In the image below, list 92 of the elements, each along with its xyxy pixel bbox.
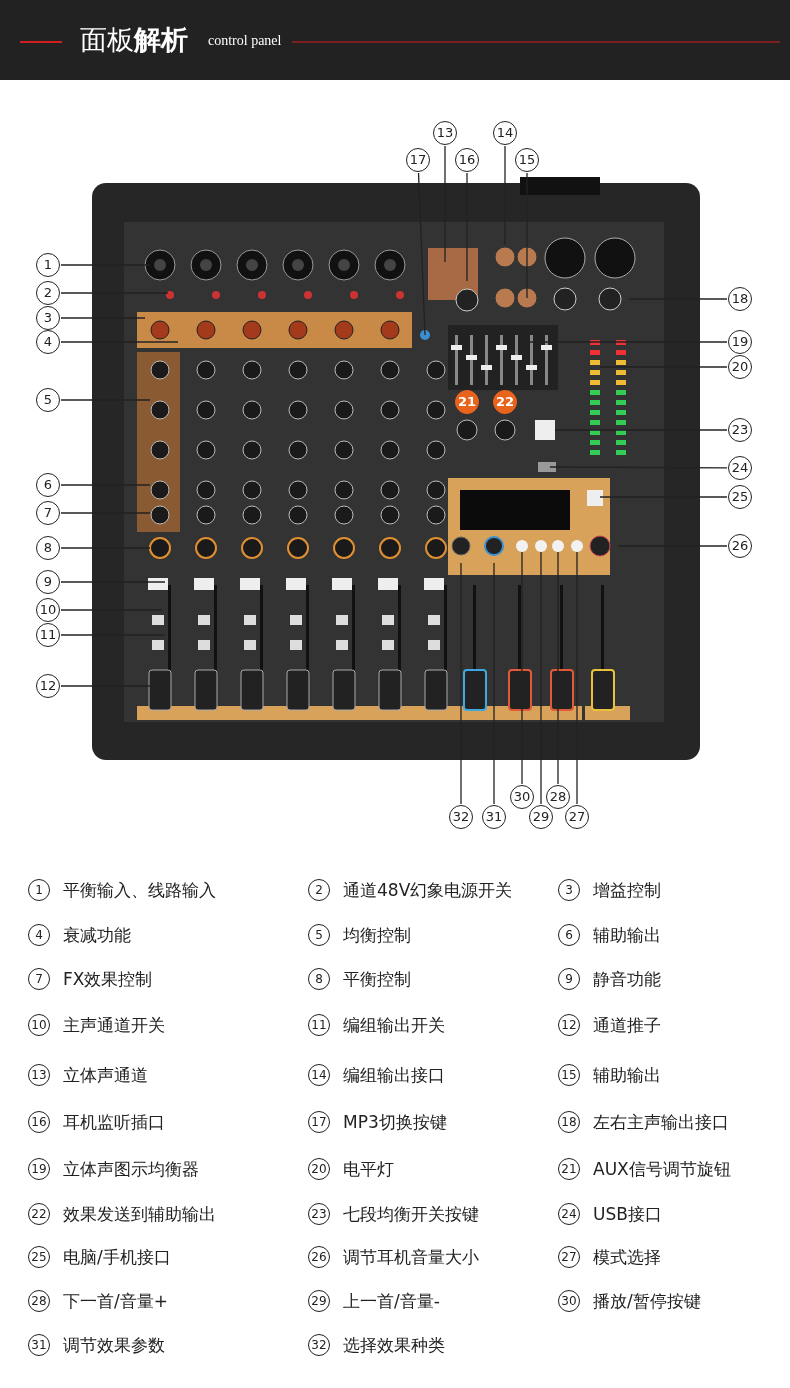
callout-number: 20	[728, 355, 752, 379]
leader-line	[628, 298, 728, 300]
leader-line	[521, 551, 523, 785]
part-description: 左右主声输出接口	[593, 1111, 729, 1134]
callout-number: 1	[36, 253, 60, 277]
part-description: MP3切换按键	[343, 1111, 447, 1134]
callout-number: 26	[728, 534, 752, 558]
part-description: 上一首/音量-	[343, 1290, 440, 1313]
subtitle: control panel	[208, 33, 282, 49]
part-description: 编组输出开关	[343, 1014, 445, 1037]
callout-number: 11	[36, 623, 60, 647]
part-description: 增益控制	[593, 879, 661, 902]
part-description: 主声通道开关	[63, 1014, 165, 1037]
callout-number: 23	[728, 418, 752, 442]
callout-number: 27	[565, 805, 589, 829]
callout-number: 19	[728, 330, 752, 354]
part-description: 调节耳机音量大小	[343, 1246, 479, 1269]
part-description: 电平灯	[343, 1158, 394, 1181]
callout-number: 18	[728, 287, 752, 311]
leader-line	[60, 685, 151, 687]
leader-line	[60, 609, 163, 611]
part-description: 辅助输出	[593, 1064, 661, 1087]
leader-line	[617, 545, 728, 547]
part-description: USB接口	[593, 1203, 662, 1226]
part-description: 模式选择	[593, 1246, 661, 1269]
leader-line	[576, 551, 578, 805]
callout-number: 3	[36, 306, 60, 330]
part-description: 七段均衡开关按键	[343, 1203, 479, 1226]
part-description: 电脑/手机接口	[63, 1246, 171, 1269]
callout-number: 14	[493, 121, 517, 145]
leader-line	[557, 551, 559, 785]
part-description: 选择效果种类	[343, 1334, 445, 1357]
callout-number: 31	[482, 805, 506, 829]
leader-line	[60, 292, 169, 294]
page-title: 面板解析	[80, 23, 188, 57]
leader-line	[417, 172, 426, 336]
leader-line	[60, 581, 166, 583]
callout-number: 17	[406, 148, 430, 172]
part-description: 均衡控制	[343, 924, 411, 947]
part-description: FX效果控制	[63, 968, 153, 991]
callout-number: 24	[728, 456, 752, 480]
callout-number: 6	[36, 473, 60, 497]
part-description: 通道48V幻象电源开关	[343, 879, 513, 902]
callout-number: 10	[36, 598, 60, 622]
part-description: 下一首/音量+	[63, 1290, 168, 1313]
callout-number: 2	[36, 281, 60, 305]
callout-number: 9	[36, 570, 60, 594]
part-description: 衰减功能	[63, 924, 131, 947]
part-description: 立体声图示均衡器	[63, 1158, 199, 1181]
leader-line	[60, 547, 151, 549]
callout-number: 15	[515, 148, 539, 172]
part-description: 耳机监听插口	[63, 1111, 165, 1134]
leader-line	[466, 172, 468, 282]
part-description: 通道推子	[593, 1014, 661, 1037]
part-description: 平衡控制	[343, 968, 411, 991]
leader-line	[526, 172, 528, 299]
callout-number: 13	[433, 121, 457, 145]
part-description: 静音功能	[593, 968, 661, 991]
leader-line	[60, 399, 151, 401]
part-description: 立体声通道	[63, 1064, 148, 1087]
leader-line	[493, 562, 495, 805]
part-description: 编组输出接口	[343, 1064, 445, 1087]
callout-number: 4	[36, 330, 60, 354]
leader-line	[60, 264, 151, 266]
part-description: 调节效果参数	[63, 1334, 165, 1357]
part-description: 播放/暂停按键	[593, 1290, 701, 1313]
leader-line	[599, 496, 728, 498]
callout-number: 30	[510, 785, 534, 809]
leader-line	[540, 551, 542, 805]
callout-number: 8	[36, 536, 60, 560]
callout-number: 12	[36, 674, 60, 698]
leader-line	[60, 341, 179, 343]
callout-number: 7	[36, 501, 60, 525]
leader-line	[554, 429, 728, 431]
callout-number: 32	[449, 805, 473, 829]
callout-number: 16	[455, 148, 479, 172]
callout-number: 5	[36, 388, 60, 412]
leader-line	[504, 145, 506, 246]
leader-line	[60, 512, 151, 514]
callout-number: 28	[546, 785, 570, 809]
leader-line	[599, 366, 728, 368]
leader-line	[460, 562, 462, 805]
leader-line	[60, 634, 166, 636]
part-description: 效果发送到辅助输出	[63, 1203, 216, 1226]
leader-line	[444, 145, 446, 263]
leader-line	[60, 484, 151, 486]
leader-line	[60, 317, 146, 319]
callout-number: 29	[529, 805, 553, 829]
part-description: AUX信号调节旋钮	[593, 1158, 731, 1181]
part-description: 辅助输出	[593, 924, 661, 947]
part-description: 平衡输入、线路输入	[63, 879, 216, 902]
callout-number: 25	[728, 485, 752, 509]
